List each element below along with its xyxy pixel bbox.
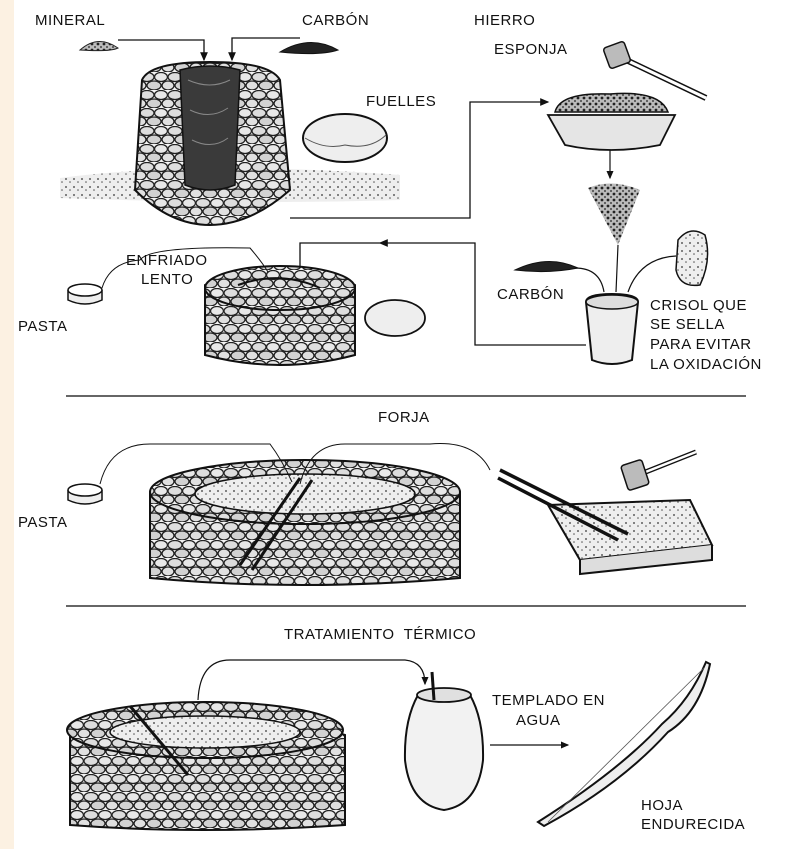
label-crisol-4: LA OXIDACIÓN xyxy=(650,356,762,373)
label-fuelles: FUELLES xyxy=(366,93,436,110)
water-jar-icon xyxy=(405,672,483,810)
label-forja: FORJA xyxy=(378,409,430,426)
label-carbon-top: CARBÓN xyxy=(302,12,369,29)
crushed-iron-icon xyxy=(588,183,640,245)
label-pasta-2: PASTA xyxy=(18,514,67,531)
sword-blade-icon xyxy=(538,662,710,826)
cooling-furnace xyxy=(205,266,355,365)
ore-pile-icon xyxy=(80,41,118,50)
label-hierro: HIERRO xyxy=(474,12,535,29)
smelting-furnace xyxy=(135,62,290,225)
bellows-icon xyxy=(303,114,387,162)
label-hoja-1: HOJA xyxy=(641,797,683,814)
hammer-2-icon xyxy=(621,452,696,491)
label-hoja-2: ENDURECIDA xyxy=(641,816,745,833)
label-esponja: ESPONJA xyxy=(494,41,568,58)
bellows-2-icon xyxy=(365,300,425,336)
ore-lump-icon xyxy=(676,231,708,285)
label-crisol-2: SE SELLA xyxy=(650,316,725,333)
iron-sponge-icon xyxy=(555,93,668,112)
charcoal-pile-2-icon xyxy=(515,261,578,271)
iron-bloom-2-icon xyxy=(68,484,102,504)
label-crisol-1: CRISOL QUE xyxy=(650,297,747,314)
label-crisol-3: PARA EVITAR xyxy=(650,336,752,353)
treatment-furnace xyxy=(67,702,345,830)
forge xyxy=(150,460,460,585)
label-templado-1: TEMPLADO EN xyxy=(492,692,605,709)
label-lento: LENTO xyxy=(141,271,193,288)
label-tratamiento: TRATAMIENTO TÉRMICO xyxy=(284,626,476,643)
label-pasta-1: PASTA xyxy=(18,318,67,335)
label-carbon-mid: CARBÓN xyxy=(497,286,564,303)
hammer-icon xyxy=(603,41,706,98)
charcoal-pile-icon xyxy=(280,42,338,53)
iron-bloom-icon xyxy=(68,284,102,304)
label-mineral: MINERAL xyxy=(35,12,105,29)
label-enfriado: ENFRIADO xyxy=(126,252,208,269)
anvil-stone xyxy=(548,500,712,574)
label-templado-2: AGUA xyxy=(516,712,561,729)
